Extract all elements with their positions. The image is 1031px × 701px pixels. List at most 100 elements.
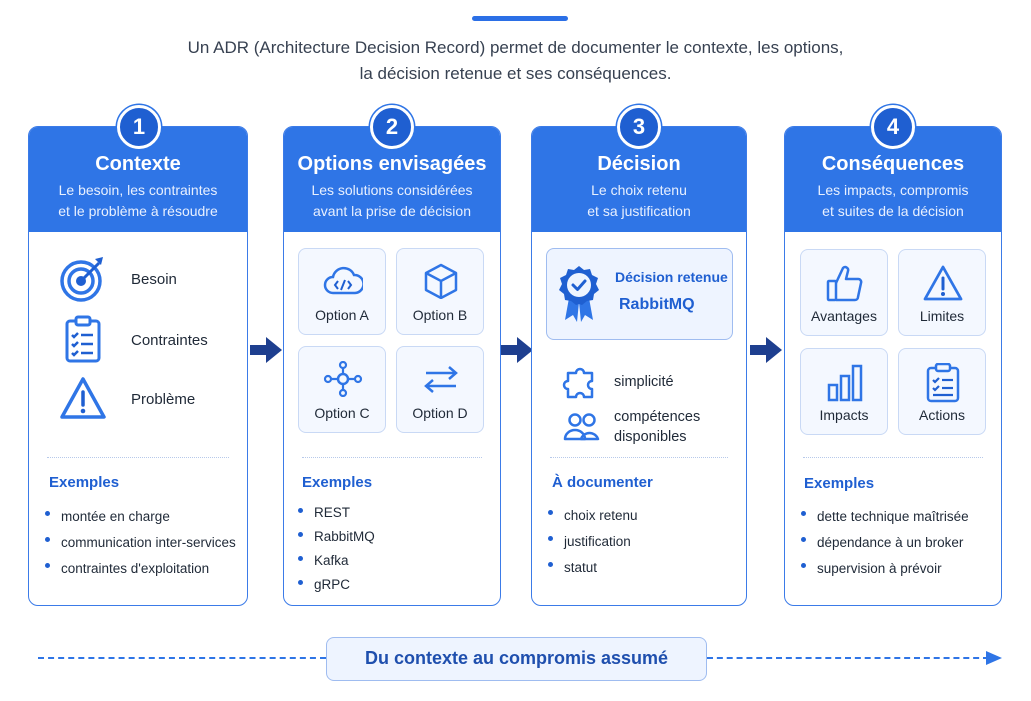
examples-list: montée en charge communication inter-ser…: [45, 504, 236, 582]
card-subtitle-line-2: et sa justification: [587, 203, 691, 219]
divider: [47, 457, 229, 458]
consequence-tile-actions: Actions: [898, 348, 986, 435]
reason-item-simplicite: simplicité: [562, 363, 674, 401]
card-subtitle: Les solutions considérées avant la prise…: [284, 180, 500, 222]
examples-list: choix retenu justification statut: [548, 503, 638, 581]
warning-icon: [59, 375, 107, 423]
tile-label: Option D: [412, 405, 468, 421]
reason-label-line-2: disponibles: [614, 429, 687, 445]
card-header: Options envisagées Les solutions considé…: [284, 127, 500, 232]
list-item: RabbitMQ: [298, 525, 375, 549]
list-item: Kafka: [298, 549, 375, 573]
card-subtitle-line-2: et le problème à résoudre: [58, 203, 218, 219]
warning-icon: [923, 265, 963, 301]
divider: [302, 457, 482, 458]
list-item: justification: [548, 529, 638, 555]
list-item: contraintes d'exploitation: [45, 556, 236, 582]
context-item-label: Besoin: [131, 270, 177, 288]
reason-label: simplicité: [614, 374, 674, 390]
card-subtitle-line-2: avant la prise de décision: [313, 203, 471, 219]
option-tile-d: Option D: [396, 346, 484, 433]
card-contexte: Contexte Le besoin, les contraintes et l…: [28, 105, 248, 606]
step-number-badge: 1: [117, 105, 161, 149]
list-item: supervision à prévoir: [801, 556, 969, 582]
card-decision: Décision Le choix retenu et sa justifica…: [531, 105, 747, 606]
tile-label: Avantages: [811, 308, 877, 324]
footer-dashed-line-left: [38, 657, 326, 659]
card-title: Décision: [597, 153, 681, 175]
card-title: Contexte: [95, 153, 181, 175]
option-tile-a: Option A: [298, 248, 386, 335]
card-subtitle: Le choix retenu et sa justification: [532, 180, 746, 222]
card-subtitle-line-2: et suites de la décision: [822, 203, 964, 219]
consequence-tile-limites: Limites: [898, 249, 986, 336]
step-number-badge: 2: [370, 105, 414, 149]
context-item-label: Contraintes: [131, 331, 208, 349]
list-item: communication inter-services: [45, 530, 236, 556]
reason-item-competences: compétences disponibles: [562, 407, 700, 447]
cube-icon: [424, 263, 458, 299]
consequence-tile-avantages: Avantages: [800, 249, 888, 336]
decision-label: Décision retenue: [615, 269, 728, 285]
tile-label: Actions: [919, 407, 965, 423]
top-accent-bar: [472, 16, 568, 21]
list-item: statut: [548, 555, 638, 581]
context-item-contraintes: Contraintes: [59, 315, 208, 365]
list-item: dépendance à un broker: [801, 530, 969, 556]
award-badge-icon: [559, 266, 599, 322]
card-subtitle-line-1: Le besoin, les contraintes: [58, 182, 218, 198]
card-subtitle-line-1: Les solutions considérées: [311, 182, 473, 198]
tile-label: Option C: [314, 405, 370, 421]
divider: [803, 457, 983, 458]
reason-label: compétences disponibles: [614, 407, 700, 447]
card-subtitle-line-1: Les impacts, compromis: [817, 182, 969, 198]
examples-list: dette technique maîtrisée dépendance à u…: [801, 504, 969, 582]
footer-arrowhead-icon: [986, 651, 1002, 665]
decision-value: RabbitMQ: [619, 296, 695, 313]
context-item-probleme: Problème: [59, 375, 195, 423]
arrow-right-icon: [501, 337, 533, 363]
step-number-badge: 4: [871, 105, 915, 149]
examples-title: Exemples: [302, 474, 373, 491]
arrow-right-icon: [750, 337, 782, 363]
list-item: REST: [298, 501, 375, 525]
list-item: montée en charge: [45, 504, 236, 530]
list-item: dette technique maîtrisée: [801, 504, 969, 530]
arrow-right-icon: [250, 337, 282, 363]
decision-box: Décision retenue RabbitMQ: [546, 248, 733, 340]
clipboard-checklist-icon: [59, 315, 107, 365]
list-item: choix retenu: [548, 503, 638, 529]
target-icon: [59, 255, 107, 303]
option-tile-b: Option B: [396, 248, 484, 335]
examples-title: Exemples: [49, 474, 120, 491]
thumbs-up-icon: [826, 265, 863, 302]
divider: [550, 457, 728, 458]
card-subtitle: Les impacts, compromis et suites de la d…: [785, 180, 1001, 222]
card-consequences: Conséquences Les impacts, compromis et s…: [784, 105, 1002, 606]
option-tile-c: Option C: [298, 346, 386, 433]
context-item-label: Problème: [131, 390, 196, 408]
intro-line-1: Un ADR (Architecture Decision Record) pe…: [187, 38, 844, 57]
card-title: Options envisagées: [297, 153, 487, 175]
card-subtitle-line-1: Le choix retenu: [591, 182, 687, 198]
swap-arrows-icon: [424, 366, 458, 393]
footer-label: Du contexte au compromis assumé: [326, 637, 707, 681]
puzzle-icon: [562, 363, 600, 401]
step-number-badge: 3: [617, 105, 661, 149]
context-item-besoin: Besoin: [59, 255, 177, 303]
examples-title: À documenter: [552, 474, 653, 491]
reason-label-line-1: compétences: [614, 409, 701, 425]
list-item: gRPC: [298, 573, 375, 597]
examples-title: Exemples: [804, 475, 875, 492]
bar-chart-icon: [827, 364, 863, 402]
examples-list: REST RabbitMQ Kafka gRPC: [298, 501, 375, 597]
card-title: Conséquences: [821, 153, 965, 175]
tile-label: Option B: [412, 307, 468, 323]
consequence-tile-impacts: Impacts: [800, 348, 888, 435]
intro-line-2: la décision retenue et ses conséquences.: [359, 64, 672, 83]
checklist-icon: [926, 363, 960, 403]
card-subtitle: Le besoin, les contraintes et le problèm…: [29, 180, 247, 222]
tile-label: Limites: [919, 308, 965, 324]
card-options: Options envisagées Les solutions considé…: [283, 105, 501, 606]
code-cloud-icon: [323, 266, 363, 295]
